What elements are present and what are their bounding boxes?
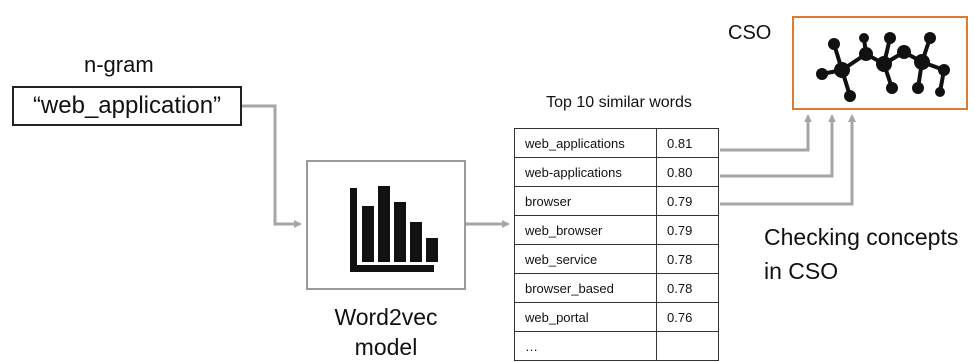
similarity-score-cell <box>656 331 719 361</box>
similar-word-cell: … <box>514 331 657 361</box>
word2vec-label-line2: model <box>354 334 418 360</box>
arrow-row3-to-cso <box>720 114 856 206</box>
ngram-value-box: “web_application” <box>12 86 242 126</box>
arrow-row1-to-cso <box>720 114 812 152</box>
arrow-ngram-to-word2vec <box>242 104 302 228</box>
similar-word-cell: web_applications <box>514 128 657 158</box>
checking-concepts-label: Checking concepts in CSO <box>764 220 958 288</box>
similarity-score-cell: 0.78 <box>656 244 719 274</box>
similarity-score-cell: 0.78 <box>656 273 719 303</box>
similar-word-cell: web_service <box>514 244 657 274</box>
similarity-score-cell: 0.80 <box>656 157 719 187</box>
cso-label: CSO <box>728 22 772 44</box>
similar-word-cell: web_portal <box>514 302 657 332</box>
word2vec-label: Word2vec model <box>306 302 466 362</box>
checking-label-line2: in CSO <box>764 258 839 284</box>
similar-word-cell: web-applications <box>514 157 657 187</box>
similarity-score-cell: 0.79 <box>656 215 719 245</box>
molecule-network-icon <box>816 32 950 102</box>
similarity-score-cell: 0.79 <box>656 186 719 216</box>
cso-box <box>792 16 968 110</box>
arrow-row2-to-cso <box>720 114 836 178</box>
similarity-score-cell: 0.76 <box>656 302 719 332</box>
similar-word-cell: browser_based <box>514 273 657 303</box>
table-row: … <box>514 331 719 361</box>
similar-word-cell: browser <box>514 186 657 216</box>
word2vec-label-line1: Word2vec <box>334 304 438 330</box>
word2vec-model-box <box>306 160 466 290</box>
similarity-score-cell: 0.81 <box>656 128 719 158</box>
bar-chart-icon <box>350 186 438 272</box>
similar-word-cell: web_browser <box>514 215 657 245</box>
similar-words-title: Top 10 similar words <box>546 94 692 111</box>
checking-label-line1: Checking concepts <box>764 224 959 250</box>
ngram-label: n-gram <box>84 52 154 77</box>
